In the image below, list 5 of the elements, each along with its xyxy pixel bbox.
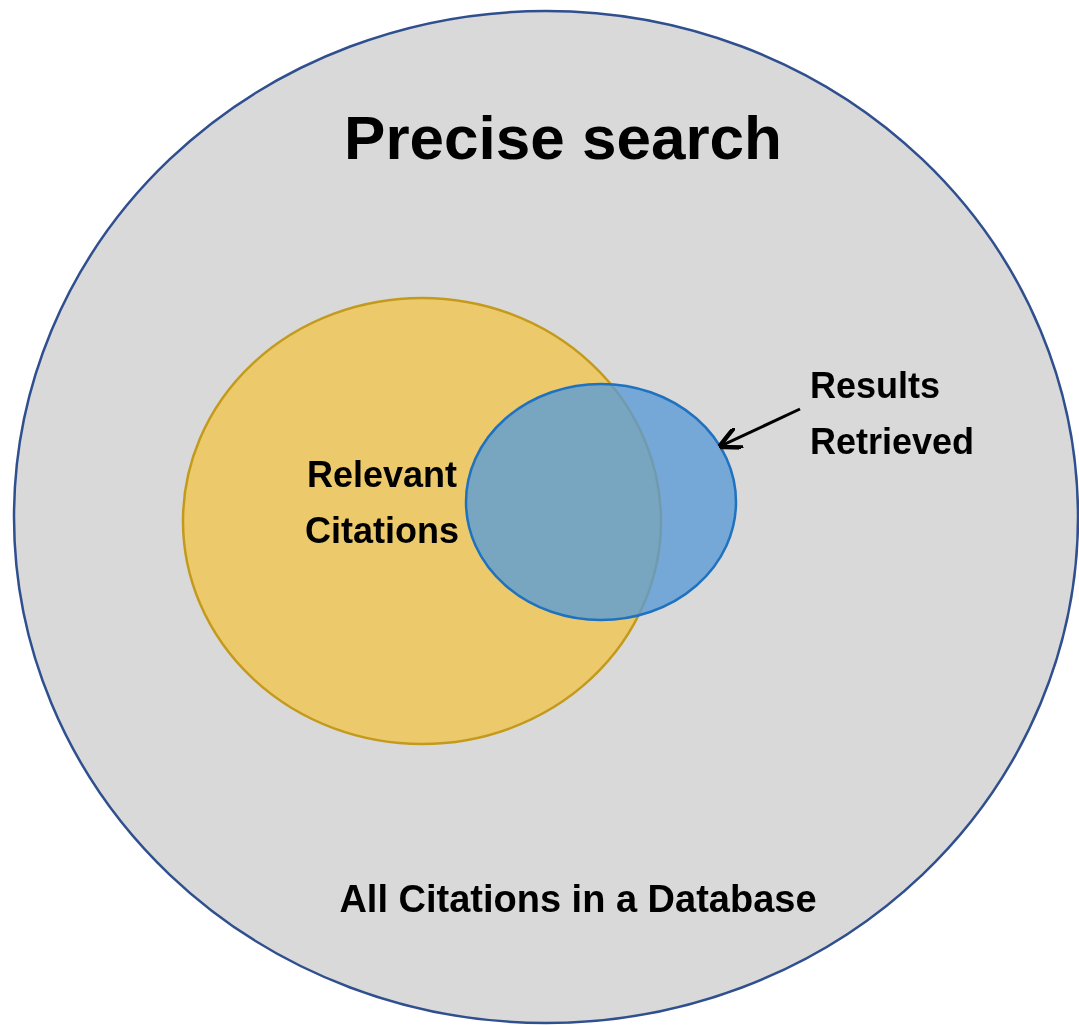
arrow [716, 407, 801, 450]
circle-label: Results Retrieved [810, 364, 976, 464]
circle-label: Relevant Citations [304, 453, 460, 553]
circle-label: All Citations in a Database [338, 877, 818, 922]
heading: Precise search [343, 102, 783, 174]
